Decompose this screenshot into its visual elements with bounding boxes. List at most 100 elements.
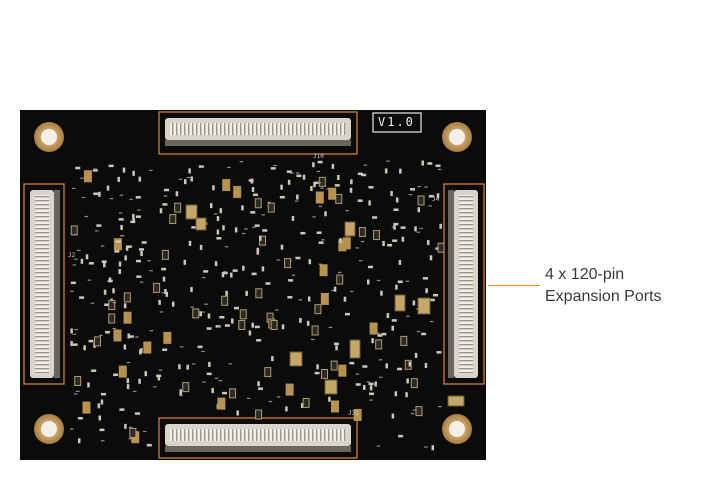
smd-part bbox=[310, 186, 313, 192]
smd-part bbox=[175, 191, 179, 197]
smd-part bbox=[118, 218, 124, 221]
smd-part bbox=[183, 259, 187, 265]
smd-part bbox=[395, 197, 399, 203]
smd-part bbox=[268, 400, 273, 403]
smd-part bbox=[207, 313, 211, 319]
smd-part bbox=[112, 327, 117, 330]
mounting-hole-bottom-right bbox=[442, 414, 472, 444]
smd-part bbox=[331, 163, 335, 169]
smd-part-large bbox=[324, 379, 338, 395]
smd-part bbox=[391, 413, 395, 419]
smd-part bbox=[163, 331, 172, 344]
smd-part bbox=[182, 382, 190, 393]
smd-part bbox=[312, 162, 315, 168]
smd-part bbox=[401, 236, 405, 242]
smd-part bbox=[368, 200, 371, 206]
smd-part bbox=[132, 170, 135, 176]
smd-part bbox=[70, 281, 76, 285]
smd-part bbox=[119, 235, 124, 237]
smd-part bbox=[71, 187, 76, 189]
smd-part bbox=[270, 167, 276, 170]
smd-part bbox=[358, 227, 366, 238]
smd-part bbox=[124, 423, 127, 429]
left-expansion-connector bbox=[23, 183, 65, 385]
smd-part bbox=[125, 245, 129, 251]
smd-part bbox=[314, 304, 322, 315]
smd-part bbox=[393, 224, 396, 230]
smd-part bbox=[208, 361, 211, 367]
smd-part bbox=[119, 194, 124, 196]
smd-part bbox=[270, 320, 278, 331]
smd-part bbox=[300, 402, 304, 408]
smd-part bbox=[132, 218, 135, 224]
smd-part bbox=[314, 371, 320, 375]
smd-part bbox=[118, 261, 122, 267]
smd-part bbox=[162, 276, 166, 282]
smd-part bbox=[353, 408, 362, 421]
smd-part bbox=[361, 173, 367, 177]
smd-part bbox=[421, 160, 424, 166]
smd-part bbox=[174, 202, 182, 213]
smd-part bbox=[281, 324, 285, 330]
smd-part bbox=[255, 409, 263, 420]
smd-part bbox=[186, 176, 191, 179]
smd-part bbox=[118, 212, 123, 214]
smd-part bbox=[369, 322, 378, 335]
smd-part bbox=[161, 292, 166, 294]
smd-part bbox=[414, 226, 417, 232]
smd-part bbox=[380, 290, 383, 296]
smd-part bbox=[414, 352, 418, 358]
callout-line-1: 4 x 120-pin bbox=[545, 266, 625, 283]
smd-part bbox=[88, 339, 94, 343]
smd-part bbox=[211, 388, 214, 394]
smd-part bbox=[153, 386, 157, 388]
smd-part bbox=[395, 284, 398, 290]
smd-part bbox=[123, 311, 132, 324]
smd-part bbox=[302, 174, 306, 180]
smd-part bbox=[108, 164, 114, 168]
smd-part bbox=[369, 385, 373, 391]
smd-part bbox=[80, 258, 84, 264]
smd-part bbox=[206, 327, 212, 330]
smd-part bbox=[410, 378, 418, 389]
smd-part bbox=[259, 235, 262, 241]
pcb-board bbox=[20, 110, 486, 460]
smd-part bbox=[318, 241, 324, 244]
smd-part bbox=[229, 388, 237, 399]
smd-part bbox=[288, 279, 294, 282]
smd-part bbox=[369, 399, 373, 401]
smd-part bbox=[399, 168, 402, 174]
smd-part bbox=[138, 176, 142, 182]
smd-part bbox=[153, 282, 161, 293]
smd-part bbox=[417, 185, 421, 188]
smd-part bbox=[93, 168, 97, 170]
smd-part bbox=[188, 240, 192, 246]
smd-part bbox=[318, 176, 326, 187]
smd-part bbox=[72, 264, 77, 266]
smd-part bbox=[357, 199, 363, 202]
smd-part bbox=[136, 275, 142, 278]
smd-part bbox=[376, 332, 380, 334]
smd-part bbox=[190, 287, 193, 293]
smd-part bbox=[122, 167, 126, 173]
smd-part bbox=[328, 326, 333, 328]
smd-part bbox=[219, 315, 225, 319]
top-expansion-connector bbox=[158, 111, 358, 155]
smd-part bbox=[372, 216, 378, 219]
smd-part bbox=[72, 333, 77, 335]
smd-part bbox=[393, 208, 399, 211]
smd-part bbox=[433, 293, 439, 297]
smd-part bbox=[113, 329, 122, 342]
smd-part bbox=[338, 239, 347, 252]
smd-part bbox=[319, 264, 328, 277]
smd-part bbox=[408, 361, 412, 367]
smd-part bbox=[312, 216, 316, 218]
smd-part bbox=[234, 227, 238, 233]
smd-part bbox=[224, 246, 229, 248]
smd-part bbox=[291, 215, 295, 221]
smd-part bbox=[431, 445, 435, 451]
smd-part bbox=[422, 277, 428, 280]
smd-part bbox=[316, 364, 319, 370]
smd-part bbox=[74, 328, 78, 331]
